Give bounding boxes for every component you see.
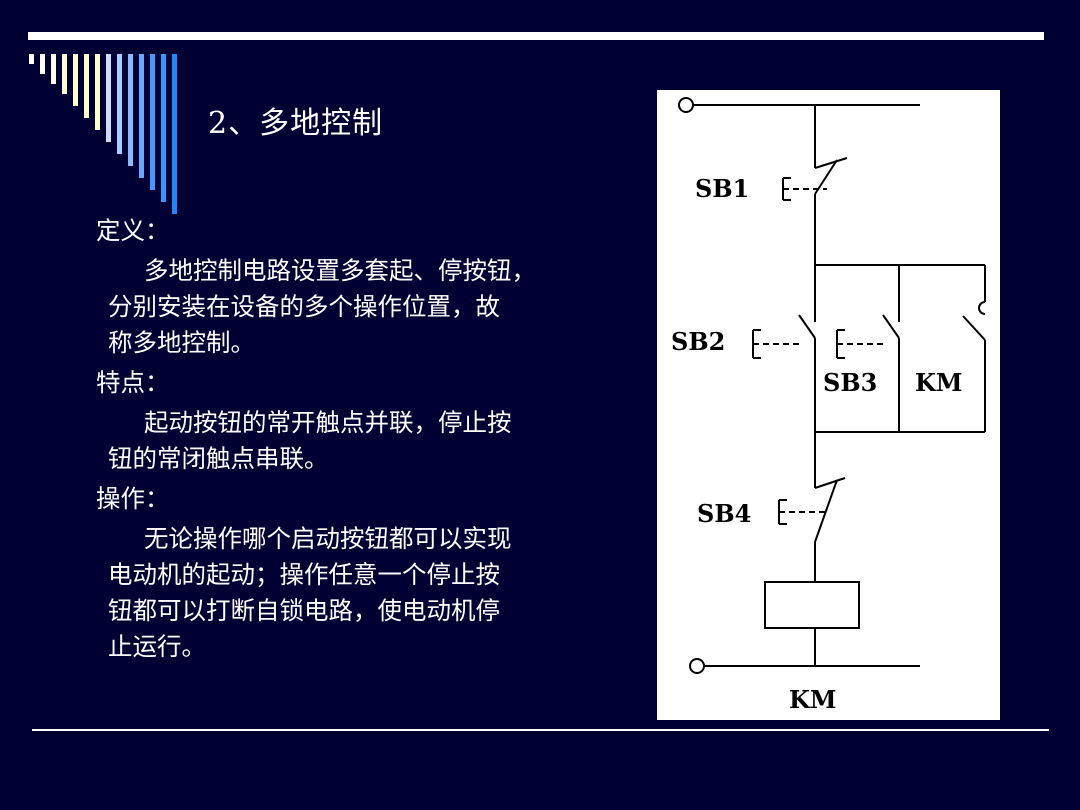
features-paragraph: 起动按钮的常开触点并联，停止按 钮的常闭触点串联。	[108, 405, 636, 477]
sb2-label: SB2	[671, 327, 725, 356]
km-holding-contact	[962, 315, 986, 341]
circuit-diagram: SB1 SB2 SB3 KM	[671, 97, 986, 714]
sb3-label: SB3	[823, 368, 877, 397]
decorative-stripes	[29, 54, 177, 214]
section-heading-definition: 定义：	[96, 216, 170, 245]
text-line: 无论操作哪个启动按钮都可以实现	[144, 524, 512, 553]
section-heading-features: 特点：	[96, 368, 170, 397]
bottom-terminal	[689, 658, 705, 674]
sb4-label: SB4	[697, 499, 751, 528]
km-coil	[764, 581, 860, 629]
text-line: 分别安装在设备的多个操作位置，故	[108, 292, 500, 321]
text-line: 钮都可以打断自锁电路，使电动机停	[108, 596, 500, 625]
sb4-switch	[778, 477, 846, 543]
sb2-switch	[752, 314, 816, 359]
text-line: 钮的常闭触点串联。	[108, 444, 329, 473]
body-text: 定义： 多地控制电路设置多套起、停按钮， 分别安装在设备的多个操作位置，故 称多…	[96, 213, 636, 669]
text-line: 电动机的起动；操作任意一个停止按	[108, 560, 500, 589]
top-rule	[28, 32, 1044, 40]
definition-paragraph: 多地控制电路设置多套起、停按钮， 分别安装在设备的多个操作位置，故 称多地控制。	[108, 253, 636, 361]
km-contact-label: KM	[915, 368, 962, 397]
slide-title: 2、多地控制	[208, 106, 384, 141]
sb1-switch	[782, 157, 848, 201]
sb3-switch	[836, 314, 900, 359]
sb1-label: SB1	[695, 174, 749, 203]
text-line: 称多地控制。	[108, 328, 255, 357]
section-heading-operation: 操作：	[96, 484, 170, 513]
operation-paragraph: 无论操作哪个启动按钮都可以实现 电动机的起动；操作任意一个停止按 钮都可以打断自…	[108, 521, 636, 665]
text-line: 多地控制电路设置多套起、停按钮，	[144, 256, 536, 285]
text-line: 起动按钮的常开触点并联，停止按	[144, 408, 512, 437]
top-terminal	[678, 97, 694, 113]
km-coil-label: KM	[789, 685, 836, 714]
circuit-diagram-panel: SB1 SB2 SB3 KM	[657, 90, 1000, 720]
bottom-rule	[32, 729, 1049, 731]
text-line: 止运行。	[108, 632, 206, 661]
